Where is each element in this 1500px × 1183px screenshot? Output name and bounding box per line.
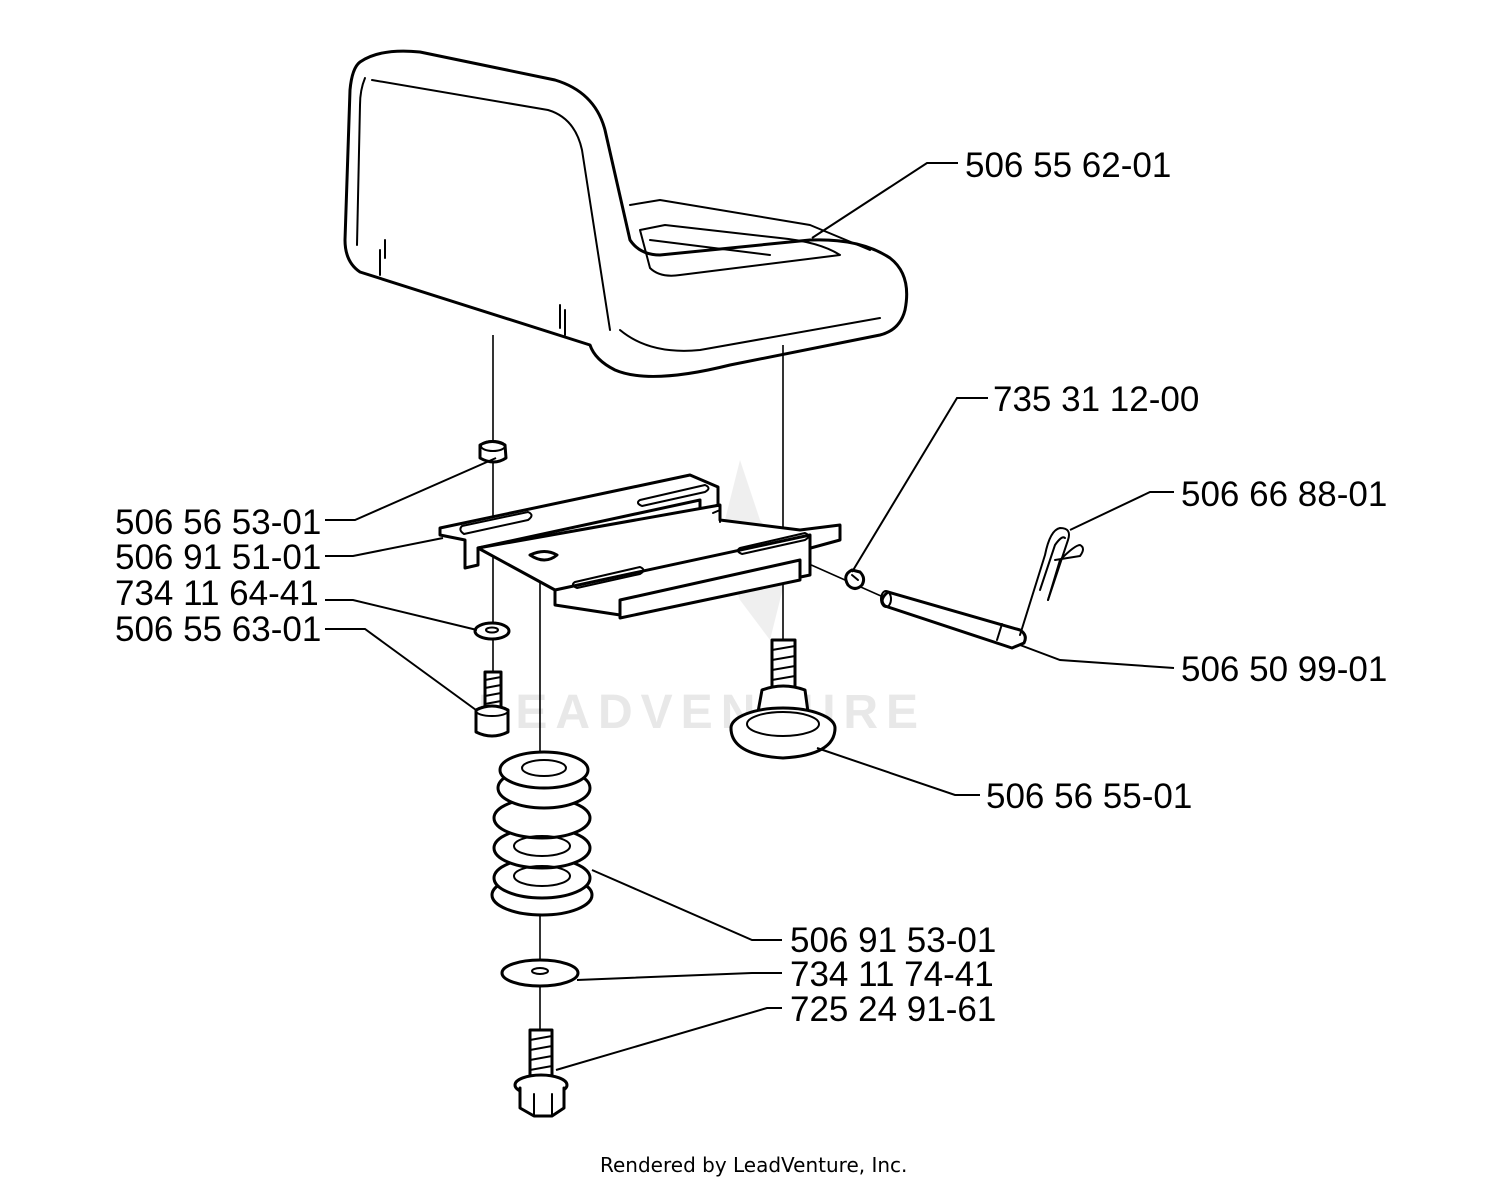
label-seat: 506 55 62-01 — [965, 146, 1171, 185]
seat-bracket-illustration — [438, 473, 842, 620]
large-washer-illustration — [500, 958, 580, 988]
adjust-knob-illustration — [729, 638, 837, 760]
leader-nut — [325, 457, 497, 521]
lock-washer-illustration — [844, 568, 866, 590]
leader-small-screw — [325, 628, 477, 711]
label-spring: 506 91 53-01 — [790, 921, 996, 960]
leader-seat-bracket — [325, 537, 444, 557]
small-washer-illustration — [473, 621, 511, 641]
leader-seat — [811, 162, 958, 239]
leader-lock-washer — [851, 397, 988, 573]
label-small-screw: 506 55 63-01 — [115, 610, 321, 649]
label-adjust-knob: 506 56 55-01 — [986, 777, 1192, 816]
leader-large-washer — [576, 972, 782, 981]
spring-illustration — [490, 750, 594, 917]
label-pivot-pin: 506 50 99-01 — [1181, 650, 1387, 689]
part-labels: 506 55 62-01 735 31 12-00 506 66 88-01 5… — [115, 146, 1387, 1029]
label-nut: 506 56 53-01 — [115, 503, 321, 542]
footer-credit: Rendered by LeadVenture, Inc. — [600, 1153, 907, 1177]
hair-pin-illustration — [1019, 527, 1084, 636]
leader-pivot-pin — [1019, 644, 1175, 669]
label-small-washer: 734 11 64-41 — [115, 574, 319, 613]
nut-illustration — [478, 440, 508, 464]
label-seat-bracket: 506 91 51-01 — [115, 538, 321, 577]
watermark: LEADVENTURE — [478, 460, 926, 739]
label-large-washer: 734 11 74-41 — [790, 955, 994, 994]
label-flange-bolt: 725 24 91-61 — [790, 990, 996, 1029]
leader-spring — [591, 869, 782, 941]
seat-illustration — [343, 49, 909, 378]
watermark-text: LEADVENTURE — [478, 686, 926, 739]
label-hair-pin: 506 66 88-01 — [1181, 475, 1387, 514]
label-lock-washer: 735 31 12-00 — [993, 380, 1199, 419]
leader-lines — [325, 162, 1175, 1071]
leader-flange-bolt — [555, 1007, 782, 1071]
flange-bolt-illustration — [513, 1028, 569, 1118]
leader-small-washer — [325, 599, 478, 631]
leader-hair-pin — [1069, 491, 1174, 531]
small-screw-illustration — [474, 670, 510, 738]
pivot-pin-illustration — [880, 590, 1027, 650]
leader-adjust-knob — [816, 747, 980, 796]
